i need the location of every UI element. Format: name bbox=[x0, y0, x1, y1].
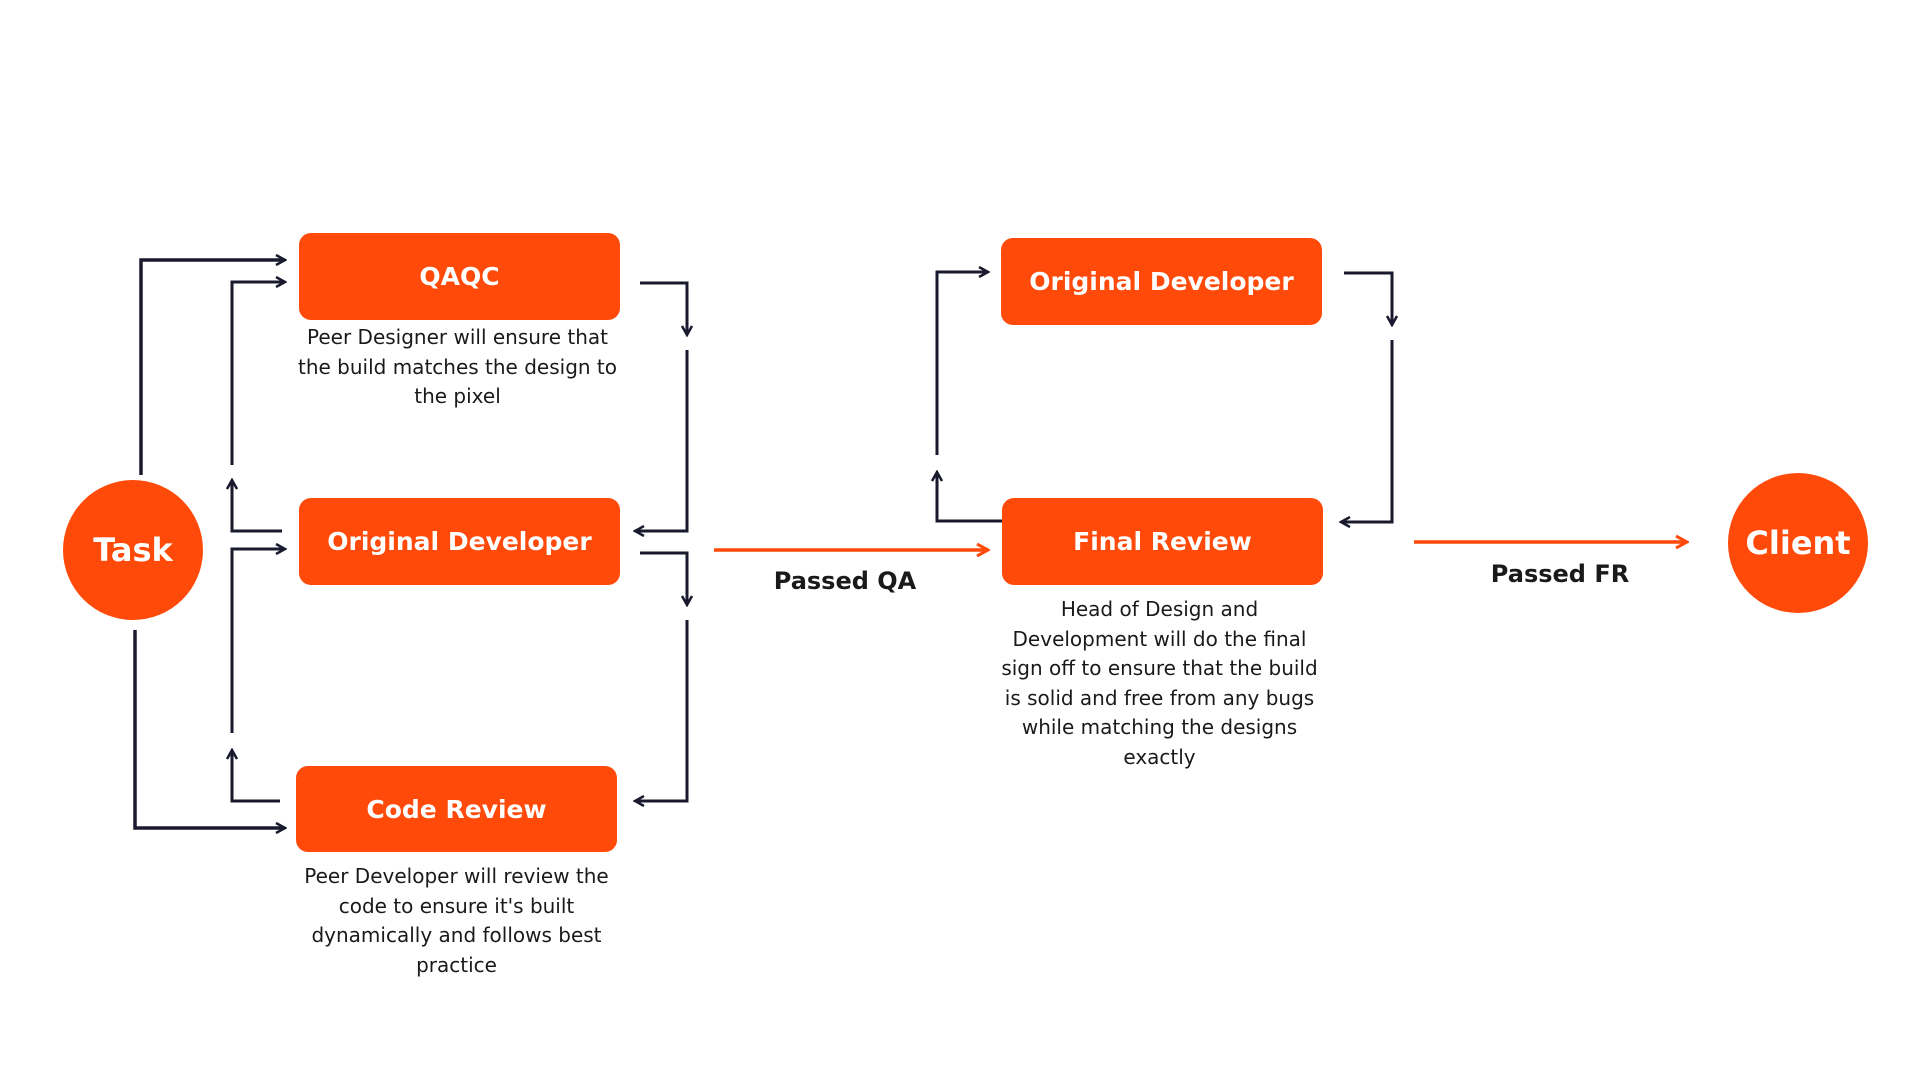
task-node: Task bbox=[63, 480, 203, 620]
connector-dev-to-review-down bbox=[640, 551, 687, 605]
connector-dev-to-qaqc-across bbox=[230, 282, 285, 465]
connector-task-to-qaqc bbox=[139, 260, 285, 475]
passed-qa-label: Passed QA bbox=[773, 567, 917, 595]
connector-task-to-code-review bbox=[133, 630, 285, 828]
connector-qaqc-to-dev-across bbox=[635, 350, 689, 531]
code-review-box: Code Review bbox=[296, 766, 617, 852]
final-review-box: Final Review bbox=[1002, 498, 1323, 585]
connector-qaqc-to-dev-down bbox=[640, 281, 687, 335]
client-node: Client bbox=[1728, 473, 1868, 613]
qaqc-box: QAQC bbox=[299, 233, 620, 320]
connector-dev-to-qaqc-up bbox=[232, 480, 282, 533]
connector-final-to-dev-up bbox=[937, 472, 1003, 523]
connector-review-to-dev-across bbox=[230, 549, 285, 733]
original-developer-box: Original Developer bbox=[299, 498, 620, 585]
connector-dev-to-final-down bbox=[1344, 271, 1392, 325]
final-review-description: Head of Design and Development will do t… bbox=[1001, 597, 1318, 769]
connector-final-to-dev-across bbox=[935, 272, 988, 455]
passed-fr-label: Passed FR bbox=[1490, 560, 1630, 588]
code-review-description: Peer Developer will review the code to e… bbox=[304, 864, 609, 977]
stage-two-original-developer-box: Original Developer bbox=[1001, 238, 1322, 325]
connector-dev-to-final-across bbox=[1341, 340, 1394, 522]
connector-review-to-dev-up bbox=[232, 750, 280, 803]
qaqc-description: Peer Designer will ensure that the build… bbox=[297, 325, 617, 408]
connector-dev-to-review-across bbox=[635, 620, 689, 801]
